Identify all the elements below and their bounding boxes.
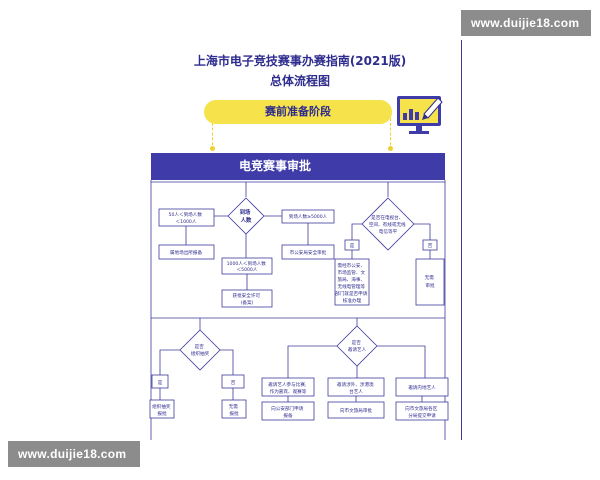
attendance-branches — [214, 215, 282, 258]
broadcast-yes-text: 是 — [350, 243, 355, 249]
section-banner: 电竞赛事审批 — [151, 153, 445, 180]
culture-approve-text: 向市文旅局审批 — [340, 407, 373, 414]
pill-leg-right — [390, 118, 392, 150]
under-1000-box — [158, 208, 215, 227]
watermark-top: www.duijie18.com — [461, 10, 591, 36]
attendance-label: 到场 人数 — [240, 208, 253, 224]
lottery-approve-box — [149, 399, 175, 419]
lottery-label: 是否 组织抽奖 — [191, 344, 210, 357]
lottery-none-box — [221, 399, 247, 419]
public-security-box — [281, 244, 335, 260]
lottery-none-text: 无需 报批 — [229, 404, 240, 417]
watermark-bottom: www.duijie18.com — [8, 441, 140, 467]
broadcast-sub-links — [351, 250, 431, 259]
police-report-box — [261, 401, 315, 421]
police-report-text: 向公安部门申请 报备 — [271, 405, 305, 419]
under-1000-text: 50人＜到场人数 ＜1000人 — [169, 211, 204, 225]
phase-pill: 赛前准备阶段 — [204, 100, 392, 124]
broadcast-label: 是否在电视台、 空间、有线或无线 电信等平 — [369, 214, 407, 235]
mainland-artist-text: 邀请内地艺人 — [408, 384, 436, 391]
no-approval-text: 无需 审批 — [425, 275, 436, 289]
pill-leg-left — [212, 118, 214, 150]
page-title: 上海市电子竞技赛事办赛指南(2021版) — [193, 54, 407, 68]
lottery-no-text: 否 — [231, 380, 236, 386]
bottom-drops — [199, 318, 358, 330]
district-submit-text: 向市文旅局各区 分局提交申请 — [405, 405, 439, 419]
venue-report-box — [158, 244, 215, 260]
computer-pencil-icon — [397, 96, 443, 134]
lottery-approve-text: 组织抽奖 报批 — [152, 403, 172, 417]
broadcast-yes-box — [334, 258, 370, 306]
pill-dot-right — [388, 146, 393, 151]
no-approval-box — [415, 258, 445, 306]
artist-label: 是否 邀请艺人 — [348, 340, 367, 353]
pill-dot-left — [210, 146, 215, 151]
culture-approve-box — [327, 401, 385, 419]
broadcast-yes-detail: 需经市公安、 市场监管、文 旅局、海事、 无线电管理等 部门就是否申请 核准办理 — [335, 262, 369, 304]
page-subtitle: 总体流程图 — [269, 74, 330, 88]
frame-sides — [150, 180, 446, 440]
lottery-branches — [159, 349, 234, 375]
artist-guest-text: 邀请艺人参与比赛, 作为嘉宾、观赛等 — [268, 381, 308, 395]
broadcast-no-text: 否 — [428, 243, 433, 249]
hk-macau-text: 邀请涉外、涉港澳 台艺人 — [337, 381, 375, 395]
artist-branches — [287, 345, 426, 378]
permit-box — [221, 289, 273, 308]
lottery-sub-links — [159, 388, 234, 400]
lottery-decision — [179, 329, 221, 371]
public-security-text: 市公安局安全审批 — [290, 249, 327, 256]
right-divider — [461, 40, 462, 440]
attendance-decision — [227, 197, 265, 235]
permit-text: 获批安全许可 (备案) — [232, 292, 261, 306]
broadcast-decision — [361, 197, 415, 251]
mid-1000-5000-text: 1000人＜到场人数 ＜5000人 — [227, 260, 268, 273]
district-submit-box — [395, 401, 449, 421]
broadcast-branches — [351, 223, 431, 240]
venue-report-text: 属地场出所报备 — [170, 249, 203, 256]
lottery-yes-text: 是 — [158, 380, 163, 386]
over-5000-text: 到场人数≥5000人 — [289, 213, 328, 220]
artist-decision — [336, 325, 378, 367]
